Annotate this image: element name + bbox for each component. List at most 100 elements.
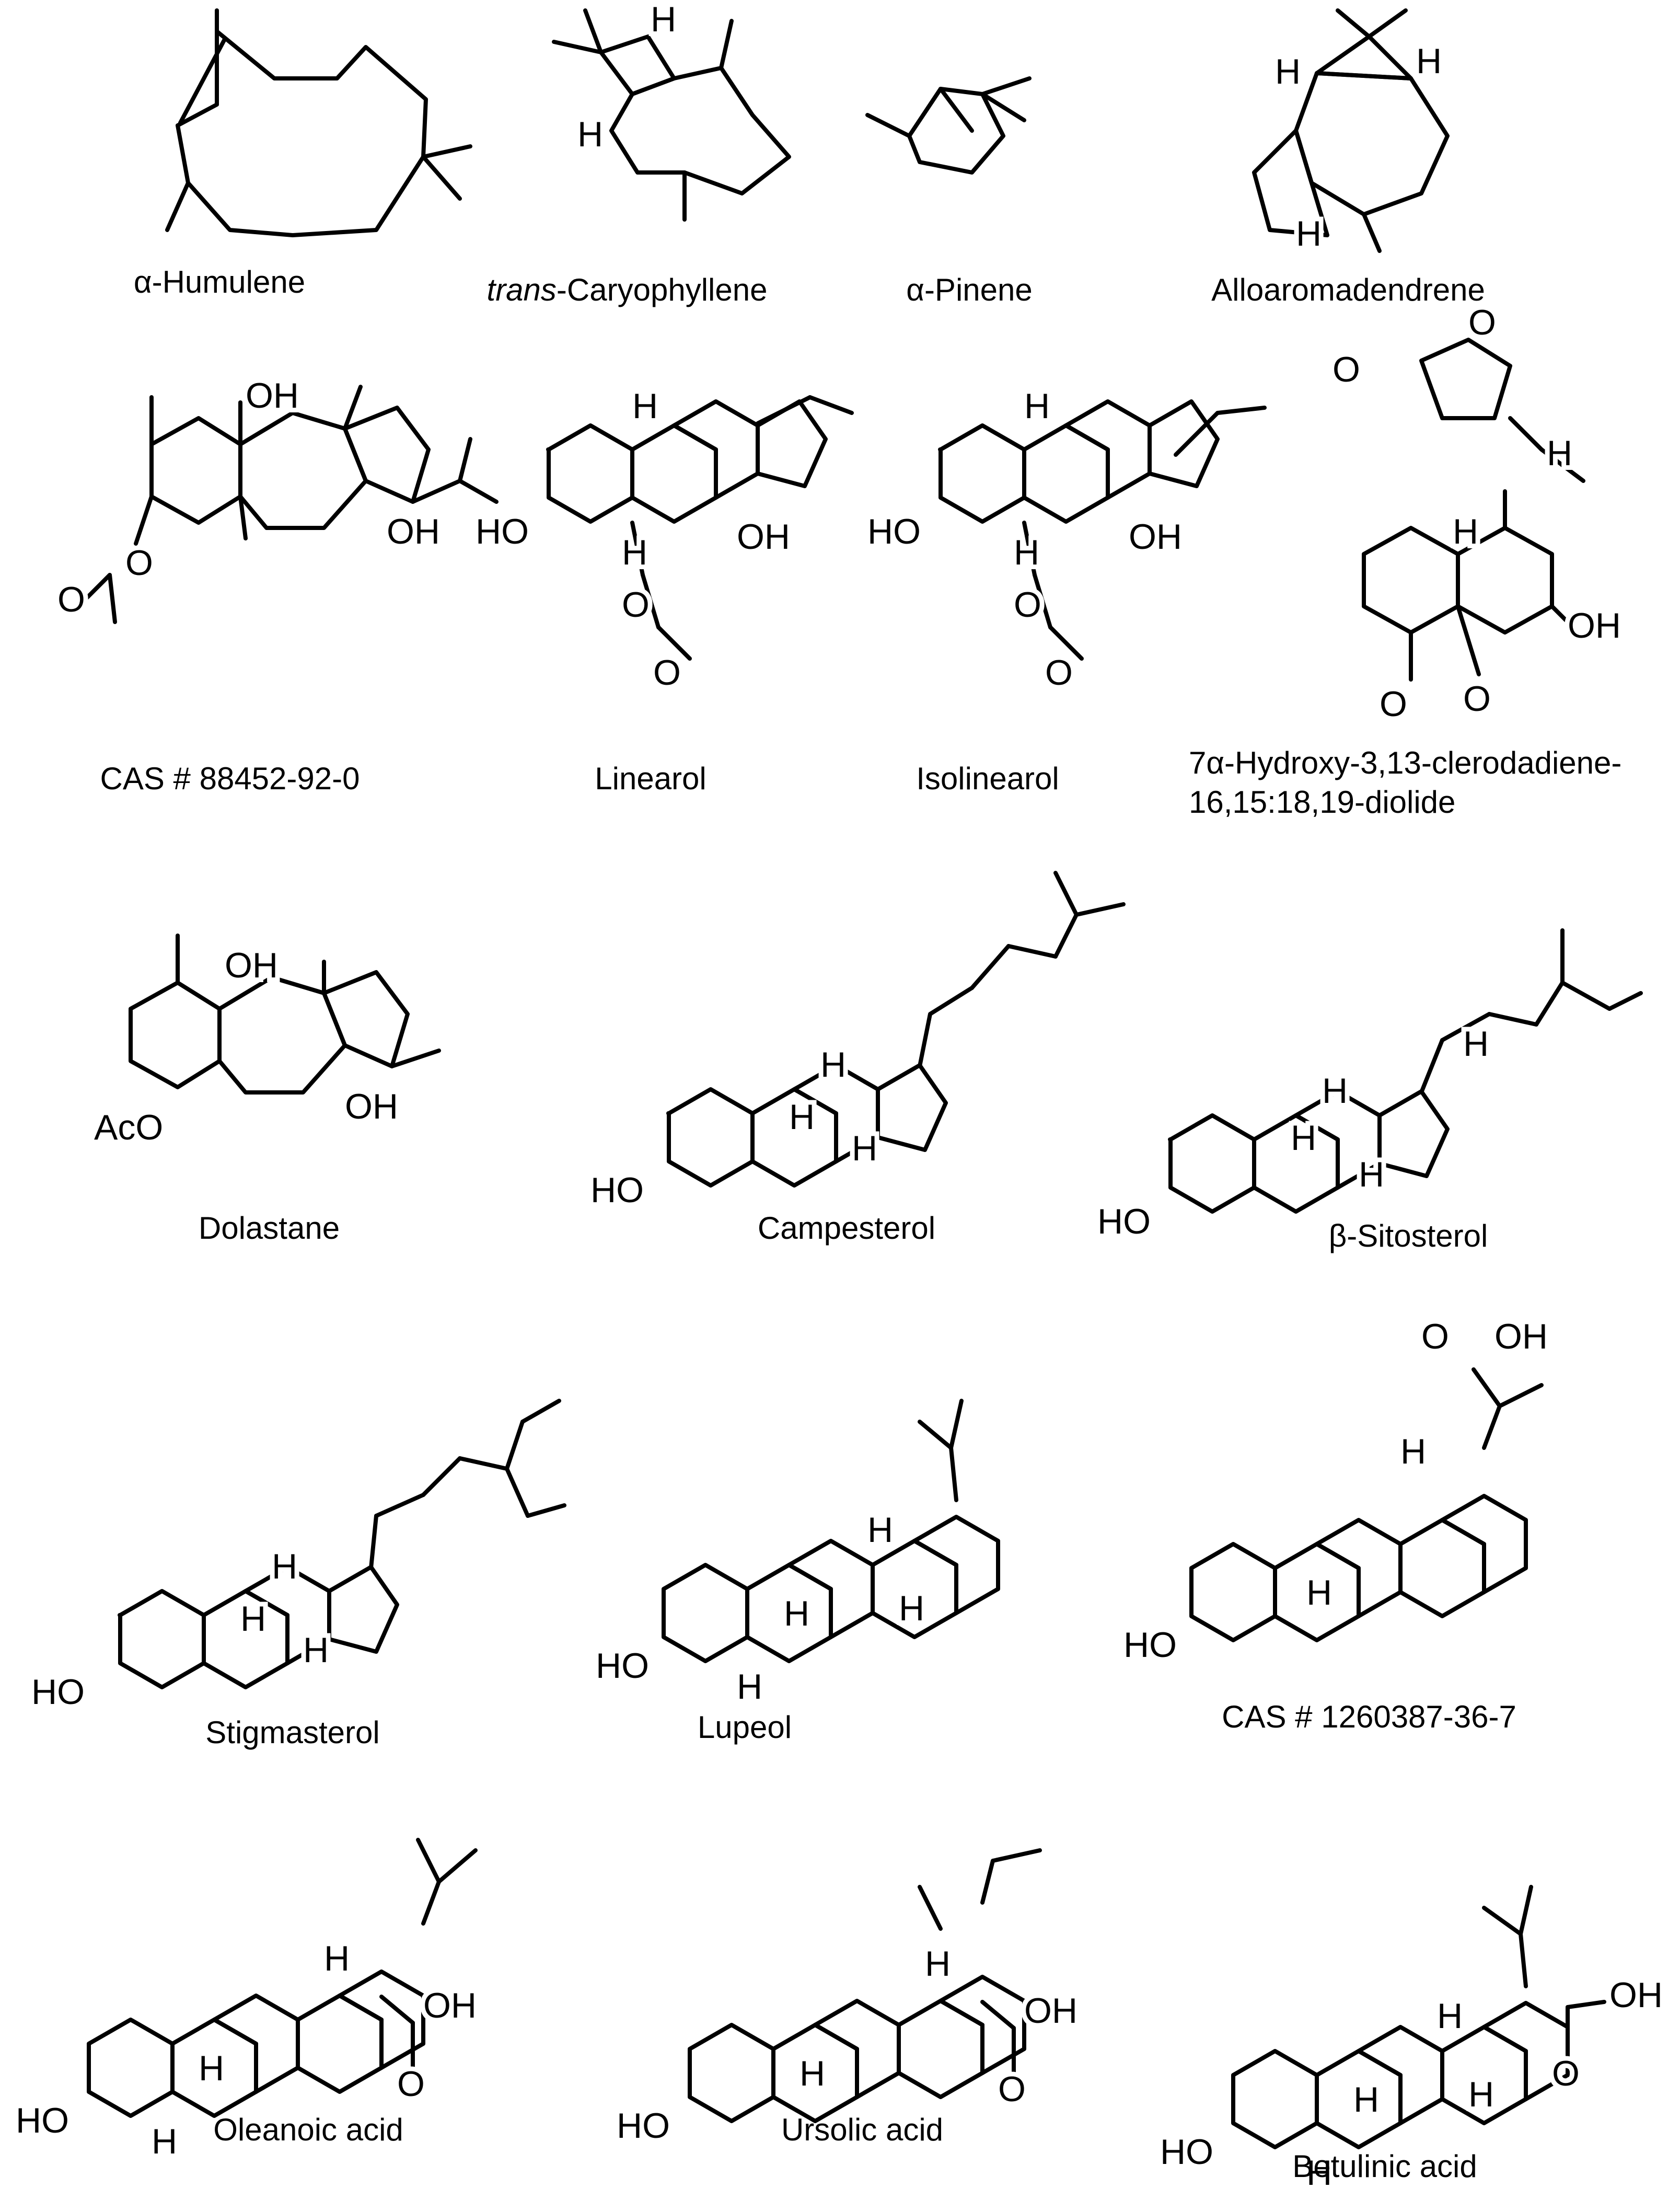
alloaromadendrene-structure: H H H — [1252, 8, 1450, 258]
atom-label: H — [1547, 433, 1572, 473]
atom-label: H — [1437, 1996, 1463, 2036]
atom-label: OH — [737, 517, 790, 557]
atom-label: OH — [1609, 1975, 1663, 2015]
atom-label: HO — [476, 512, 529, 551]
caption-campesterol: Campesterol — [757, 1211, 936, 1246]
atom-label: HO — [596, 1646, 649, 1686]
atom-label: OH — [345, 1087, 398, 1126]
atom-label: H — [1275, 52, 1301, 91]
atom-label: O — [397, 2064, 425, 2104]
atom-label: OH — [423, 1986, 477, 2025]
sitosterol-structure: H HO H H H — [1093, 928, 1643, 1246]
atom-label: H — [737, 1667, 762, 1707]
atom-label: O — [1380, 684, 1407, 724]
clerodadiene-structure: O O H H OH O O — [1328, 298, 1626, 729]
atom-label: HO — [1097, 1202, 1151, 1241]
caryophyllene-structure: H H — [552, 0, 791, 222]
atom-label: H — [199, 2048, 224, 2088]
atom-label: H — [152, 2122, 177, 2161]
atom-label: H — [925, 1944, 951, 1984]
caption-isolinearol: Isolinearol — [916, 761, 1059, 796]
linearol-structure: H HO H OH O O — [471, 382, 854, 697]
caption-pinene: α-Pinene — [906, 272, 1033, 307]
caption-sitosterol: β-Sitosterol — [1328, 1218, 1488, 1253]
atom-label: OH — [387, 512, 440, 551]
atom-label: H — [632, 386, 658, 426]
caption-lupeol: Lupeol — [697, 1710, 792, 1745]
atom-label: H — [1416, 41, 1442, 81]
atom-label: H — [324, 1939, 350, 1978]
atom-label: H — [1306, 1573, 1332, 1612]
lupeol-structure: H H HO H H — [591, 1399, 998, 1711]
atom-label: O — [1421, 1317, 1449, 1356]
atom-label: H — [1024, 386, 1050, 426]
oleanoic-structure: H OH O HO H H — [11, 1838, 481, 2166]
atom-label: HO — [617, 2106, 670, 2146]
caption-caryophyllene: trans-Caryophyllene — [487, 272, 768, 308]
ursolic-structure: H OH O HO H — [612, 1848, 1082, 2150]
atom-label: HO — [1123, 1625, 1177, 1665]
atom-label: HO — [31, 1672, 85, 1712]
atom-label: H — [651, 0, 676, 39]
atom-label: H — [272, 1547, 297, 1586]
atom-label: O — [1552, 2054, 1580, 2093]
atom-label: H — [852, 1128, 877, 1168]
atom-label: H — [1014, 533, 1039, 572]
cas-1260387-structure: O OH H HO H — [1119, 1312, 1552, 1669]
atom-label: OH — [1568, 606, 1621, 646]
atom-label: O — [1333, 350, 1360, 389]
atom-label: H — [1322, 1071, 1348, 1111]
caption-humulene: α-Humulene — [133, 264, 306, 300]
atom-label: H — [1296, 214, 1322, 254]
stigmasterol-structure: HO H H H — [27, 1399, 566, 1717]
atom-label: H — [867, 1510, 893, 1550]
atom-label: OH — [1129, 517, 1182, 557]
caption-rest: -Caryophyllene — [556, 272, 768, 307]
caption-clerodadiene-line2: 16,15:18,19-diolide — [1189, 785, 1456, 820]
atom-label: H — [240, 1599, 266, 1639]
atom-label: H — [899, 1588, 924, 1628]
caption-oleanoic: Oleanoic acid — [213, 2112, 403, 2147]
atom-label: H — [622, 533, 647, 572]
atom-label: H — [789, 1097, 815, 1137]
atom-label: O — [653, 653, 681, 693]
atom-label: H — [1468, 2075, 1494, 2114]
caption-alloaromadendrene: Alloaromadendrene — [1211, 272, 1485, 307]
atom-label: H — [577, 114, 603, 154]
dolastane-structure: OH AcO OH — [89, 934, 441, 1152]
atom-label: O — [1014, 585, 1041, 625]
betulinic-structure: H H OH O HO H H — [1155, 1885, 1667, 2197]
atom-label: OH — [1024, 1991, 1077, 2031]
humulene-structure — [165, 8, 472, 237]
atom-label: HO — [16, 2101, 69, 2140]
isolinearol-structure: H HO H OH O O — [863, 382, 1267, 697]
atom-label: H — [1306, 2153, 1332, 2193]
caption-cas-88452: CAS # 88452-92-0 — [100, 761, 360, 796]
caption-cas-1260387: CAS # 1260387-36-7 — [1222, 1699, 1516, 1734]
atom-label: O — [1463, 679, 1491, 719]
atom-label: O — [622, 585, 650, 625]
atom-label: H — [1291, 1118, 1316, 1158]
atom-label: O — [57, 580, 85, 619]
campesterol-structure: HO H H H — [586, 871, 1126, 1215]
caption-prefix: trans — [486, 272, 557, 307]
atom-label: H — [1353, 2080, 1379, 2120]
caption-stigmasterol: Stigmasterol — [205, 1715, 380, 1750]
caption-dolastane: Dolastane — [198, 1211, 340, 1246]
atom-label: OH — [1494, 1317, 1548, 1356]
atom-label: OH — [246, 376, 299, 416]
atom-label: O — [125, 543, 153, 583]
atom-label: H — [1453, 512, 1478, 551]
atom-label: O — [1045, 653, 1073, 693]
caption-clerodadiene-line1: 7α-Hydroxy-3,13-clerodadiene- — [1189, 745, 1622, 780]
atom-label: H — [784, 1594, 809, 1633]
atom-label: OH — [225, 946, 278, 985]
caption-betulinic: Betulinic acid — [1292, 2149, 1477, 2184]
caption-ursolic: Ursolic acid — [781, 2112, 944, 2147]
caption-linearol: Linearol — [595, 761, 706, 796]
atom-label: H — [820, 1045, 846, 1085]
atom-label: H — [800, 2054, 825, 2093]
atom-label: O — [998, 2069, 1026, 2109]
atom-label: HO — [867, 512, 921, 551]
